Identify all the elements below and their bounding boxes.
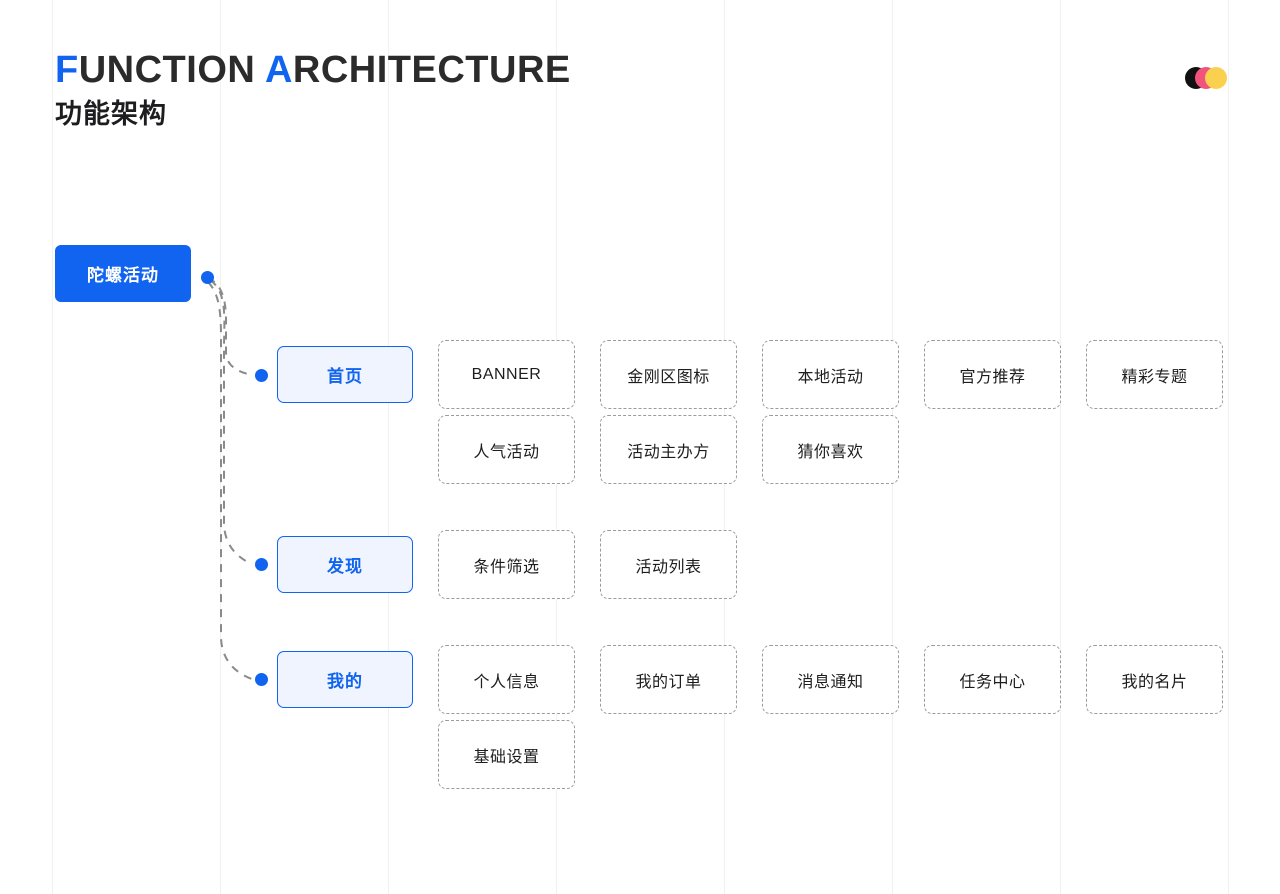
level2-node-discover[interactable]: 发现 (277, 536, 413, 593)
leaf-node-mine-2[interactable]: 消息通知 (762, 645, 899, 714)
leaf-node-home-3[interactable]: 官方推荐 (924, 340, 1061, 409)
branch-dot-discover (255, 558, 268, 571)
root-node[interactable]: 陀螺活动 (55, 245, 191, 302)
leaf-node-home-1[interactable]: 金刚区图标 (600, 340, 737, 409)
leaf-node-discover-0[interactable]: 条件筛选 (438, 530, 575, 599)
branch-dot-mine (255, 673, 268, 686)
leaf-node-discover-1[interactable]: 活动列表 (600, 530, 737, 599)
leaf-node-mine-1[interactable]: 我的订单 (600, 645, 737, 714)
title-highlight-letter: A (264, 49, 293, 91)
level2-node-mine[interactable]: 我的 (277, 651, 413, 708)
grid-line-1 (220, 0, 221, 894)
page-title-chinese: 功能架构 (55, 98, 167, 129)
leaf-node-home-7[interactable]: 猜你喜欢 (762, 415, 899, 484)
grid-line-2 (388, 0, 389, 894)
title-text-run: UNCTION (78, 49, 265, 91)
grid-line-6 (1060, 0, 1061, 894)
leaf-node-home-5[interactable]: 人气活动 (438, 415, 575, 484)
root-connector-dot (201, 271, 214, 284)
connector-path-2 (207, 281, 253, 680)
page-title-english: FUNCTION ARCHITECTURE (55, 48, 955, 93)
leaf-node-mine-5[interactable]: 基础设置 (438, 720, 575, 789)
branch-dot-home (255, 369, 268, 382)
leaf-node-mine-0[interactable]: 个人信息 (438, 645, 575, 714)
leaf-node-mine-3[interactable]: 任务中心 (924, 645, 1061, 714)
level2-node-home[interactable]: 首页 (277, 346, 413, 403)
title-highlight-letter: F (55, 49, 79, 91)
leaf-node-home-0[interactable]: BANNER (438, 340, 575, 409)
connector-path-0 (207, 277, 253, 376)
leaf-node-home-2[interactable]: 本地活动 (762, 340, 899, 409)
grid-line-0 (52, 0, 53, 894)
leaf-node-mine-4[interactable]: 我的名片 (1086, 645, 1223, 714)
page-header: FUNCTION ARCHITECTURE 功能架构 (55, 48, 955, 134)
grid-line-7 (1228, 0, 1229, 894)
dot-yellow-icon (1205, 67, 1227, 89)
leaf-node-home-4[interactable]: 精彩专题 (1086, 340, 1223, 409)
leaf-node-home-6[interactable]: 活动主办方 (600, 415, 737, 484)
corner-dots-decoration (1185, 67, 1227, 89)
connector-path-1 (209, 279, 253, 565)
title-text-run: RCHITECTURE (292, 49, 571, 91)
